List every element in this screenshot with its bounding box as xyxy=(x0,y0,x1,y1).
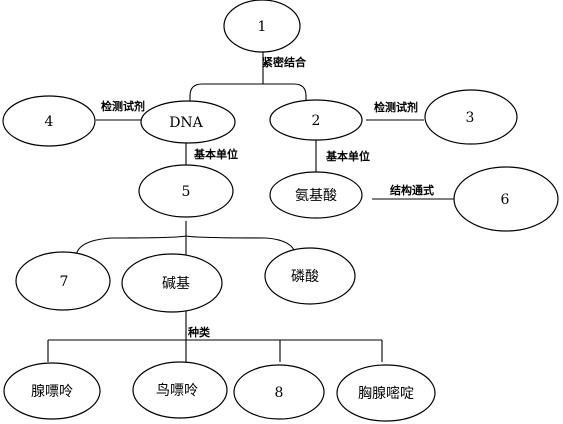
connectors xyxy=(47,52,455,362)
edge-bracket-to-dna xyxy=(189,83,263,103)
node-1: 1 xyxy=(223,0,301,53)
node-adenine: 腺嘌呤 xyxy=(3,362,101,420)
edge-5-to-7 xyxy=(75,235,187,257)
node-guanine: 鸟嘌呤 xyxy=(132,361,228,419)
edge-labels: 紧密结合 检测试剂 检测试剂 基本单位 基本单位 结构通式 种类 xyxy=(101,55,434,339)
node-7-label: 7 xyxy=(60,274,69,290)
node-8: 8 xyxy=(233,364,325,420)
node-4: 4 xyxy=(2,95,96,147)
node-guanine-label: 鸟嘌呤 xyxy=(156,383,198,399)
node-dna: DNA xyxy=(140,100,236,144)
edge-5-to-phosphate xyxy=(185,235,297,257)
node-5: 5 xyxy=(138,164,234,218)
edge-label-structure-formula: 结构通式 xyxy=(389,183,434,197)
node-7: 7 xyxy=(15,251,111,311)
node-2: 2 xyxy=(269,99,363,141)
node-5-label: 5 xyxy=(182,184,191,200)
node-6-label: 6 xyxy=(501,192,510,208)
node-phosphate-label: 磷酸 xyxy=(291,269,319,285)
node-2-label: 2 xyxy=(312,113,321,129)
node-6: 6 xyxy=(453,166,559,232)
node-8-label: 8 xyxy=(275,385,284,401)
node-4-label: 4 xyxy=(45,114,54,130)
edge-bracket-to-2 xyxy=(263,83,307,103)
edge-label-tight-binding: 紧密结合 xyxy=(262,55,307,69)
node-dna-label: DNA xyxy=(169,115,203,131)
node-amino-acid: 氨基酸 xyxy=(269,171,363,219)
edge-label-basic-unit-dna: 基本单位 xyxy=(193,147,238,161)
node-3-label: 3 xyxy=(466,110,475,126)
node-base-label: 碱基 xyxy=(162,275,190,292)
edge-label-types: 种类 xyxy=(187,325,211,339)
node-phosphate: 磷酸 xyxy=(264,247,356,305)
node-thymine-label: 胸腺嘧啶 xyxy=(358,385,414,402)
node-base: 碱基 xyxy=(121,253,223,313)
edge-label-basic-unit-protein: 基本单位 xyxy=(325,149,370,163)
node-thymine: 胸腺嘧啶 xyxy=(336,364,436,422)
node-1-label: 1 xyxy=(258,19,267,35)
edge-label-detect-reagent-protein: 检测试剂 xyxy=(374,100,418,114)
node-3: 3 xyxy=(424,89,518,145)
node-amino-acid-label: 氨基酸 xyxy=(295,187,337,204)
edge-label-detect-reagent-dna: 检测试剂 xyxy=(101,99,145,113)
node-adenine-label: 腺嘌呤 xyxy=(31,384,73,400)
